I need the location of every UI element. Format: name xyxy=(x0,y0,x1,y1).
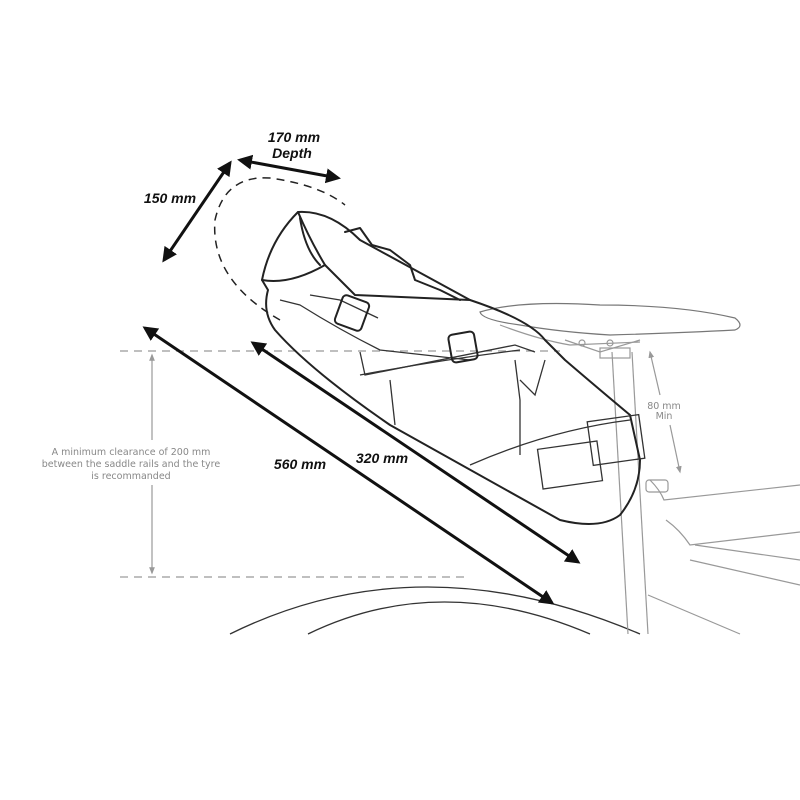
clearance-note-line-3: is recommanded xyxy=(91,471,170,482)
seatpost-arrow-top xyxy=(648,350,661,396)
clearance-note-line-1: A minimum clearance of 200 mm xyxy=(52,447,211,458)
depth-label: Depth xyxy=(272,145,312,161)
seatpost-min-label: Min xyxy=(656,411,673,422)
clearance-note-line-2: between the saddle rails and the tyre xyxy=(42,459,221,470)
bungee-cord xyxy=(344,227,461,301)
bag-length-arrow xyxy=(250,341,581,564)
total-length-label: 560 mm xyxy=(274,456,326,472)
seatpost-arrow-bottom xyxy=(669,424,682,474)
depth-arrow xyxy=(237,154,341,184)
height-value-label: 150 mm xyxy=(144,190,196,206)
rear-wheel xyxy=(229,586,641,635)
bag-length-label: 320 mm xyxy=(356,450,408,466)
height-arrow xyxy=(162,160,232,263)
seatpost-min-value: 80 mm xyxy=(647,401,681,412)
depth-value-label: 170 mm xyxy=(268,129,320,145)
expanded-roll-outline xyxy=(213,177,346,321)
bike-frame xyxy=(611,350,800,635)
